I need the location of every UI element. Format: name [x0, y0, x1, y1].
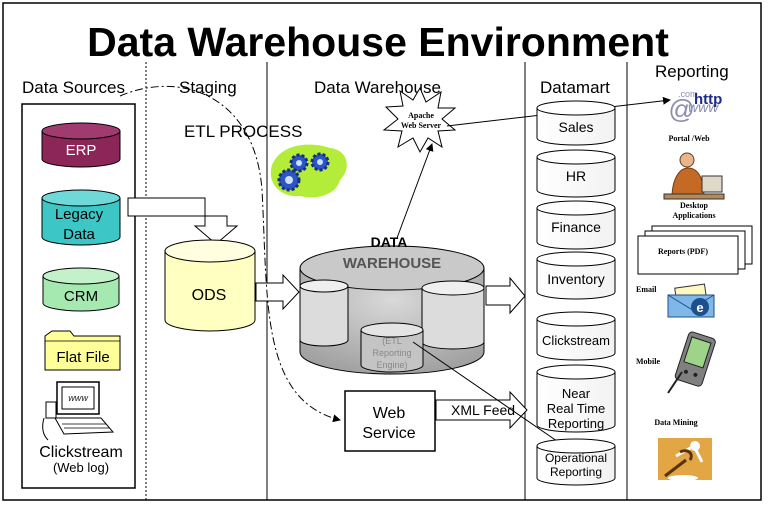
email-icon: e [667, 283, 715, 318]
xml-feed-label: XML Feed [451, 402, 515, 418]
svg-text:e: e [696, 300, 703, 315]
engine-label-line2: Reporting [372, 348, 411, 358]
www-label: www [688, 99, 719, 115]
datamart-inventory-cylinder: Inventory [536, 251, 616, 300]
near-label-line3: Reporting [548, 416, 604, 431]
dw-label-line1: DATA [371, 234, 408, 250]
data-warehouse-cylinder [299, 245, 485, 375]
legacy-label-line2: Data [63, 226, 95, 243]
datamart-clickstream-label: Clickstream [542, 333, 610, 348]
operational-label-line2: Reporting [550, 465, 602, 479]
datamart-sales-cylinder: Sales [536, 100, 616, 146]
column-header-warehouse: Data Warehouse [314, 78, 441, 97]
data-mining-icon [658, 438, 712, 481]
page-title: Data Warehouse Environment [87, 19, 669, 65]
svg-text:.com: .com [678, 89, 698, 99]
weblog-label: (Web log) [53, 460, 109, 475]
web-service-label-line1: Web [373, 405, 406, 422]
crm-label: CRM [64, 288, 98, 305]
legacy-to-ods-arrow [127, 197, 239, 245]
column-header-datamart: Datamart [540, 78, 610, 97]
etl-process-label: ETL PROCESS [184, 122, 302, 141]
apache-label-line2: Web Server [401, 121, 442, 130]
near-label-line2: Real Time [547, 401, 606, 416]
apache-web-server-burst [382, 86, 457, 154]
flat-file-label: Flat File [56, 349, 109, 366]
engine-to-operational-connector [412, 341, 571, 451]
reports-label: Reports (PDF) [658, 247, 708, 256]
stylus-icon [667, 371, 683, 394]
mobile-label: Mobile [636, 357, 660, 366]
engine-label-line1: (ETL [382, 336, 402, 346]
http-label: http [694, 91, 722, 108]
dw-to-apache-connector [396, 143, 434, 239]
web-service-box [344, 390, 436, 452]
erp-cylinder: ERP [41, 122, 121, 168]
computer-icon: WWW [42, 381, 115, 441]
datamart-near-real-time-cylinder: Near Real Time Reporting [536, 364, 616, 433]
datamart-clickstream-cylinder: Clickstream [536, 311, 616, 361]
column-header-reporting: Reporting [655, 62, 729, 81]
web-service-label-line2: Service [362, 425, 415, 442]
ods-cylinder: ODS [164, 239, 256, 332]
datamart-hr-cylinder: HR [536, 149, 616, 198]
datamart-inventory-label: Inventory [547, 271, 605, 287]
mobile-pda-icon [674, 331, 716, 387]
xml-feed-arrow [435, 390, 528, 430]
gears-icon [270, 144, 347, 198]
ods-to-dw-arrow [255, 273, 300, 311]
ods-label: ODS [192, 287, 227, 304]
desktop-user-icon [663, 152, 725, 200]
near-label-line1: Near [562, 386, 591, 401]
legacy-label-line1: Legacy [55, 206, 104, 223]
datamart-operational-cylinder: Operational Reporting [536, 438, 616, 486]
portal-label: Portal /Web [668, 134, 710, 143]
clickstream-source-label: Clickstream [39, 444, 123, 461]
web-portal-icon: @ .com www http [668, 89, 722, 124]
data-mining-label: Data Mining [654, 418, 697, 427]
email-label: Email [636, 285, 657, 294]
reports-pdf-icon [637, 225, 753, 275]
erp-label: ERP [66, 142, 97, 159]
flat-file-folder: Flat File [44, 330, 121, 371]
legacy-data-cylinder: Legacy Data [41, 189, 121, 246]
dw-to-datamart-arrow [485, 276, 526, 315]
datamart-finance-cylinder: Finance [536, 200, 616, 250]
apache-label-line1: Apache [408, 111, 434, 120]
svg-text:WWW: WWW [68, 396, 89, 403]
clickstream-to-web-service-path [119, 85, 341, 423]
desktop-label-line2: Applications [672, 211, 715, 220]
column-header-staging: Staging [179, 78, 237, 97]
engine-label-line3: Engine) [376, 360, 407, 370]
datamart-hr-label: HR [566, 168, 586, 184]
datamart-sales-label: Sales [558, 119, 593, 135]
dw-label-line2: WAREHOUSE [343, 255, 441, 272]
desktop-label-line1: Desktop [680, 201, 709, 210]
operational-label-line1: Operational [545, 451, 607, 465]
column-header-sources: Data Sources [22, 78, 125, 97]
svg-text:@: @ [668, 94, 694, 124]
datamart-finance-label: Finance [551, 219, 601, 235]
crm-cylinder: CRM [42, 267, 120, 312]
